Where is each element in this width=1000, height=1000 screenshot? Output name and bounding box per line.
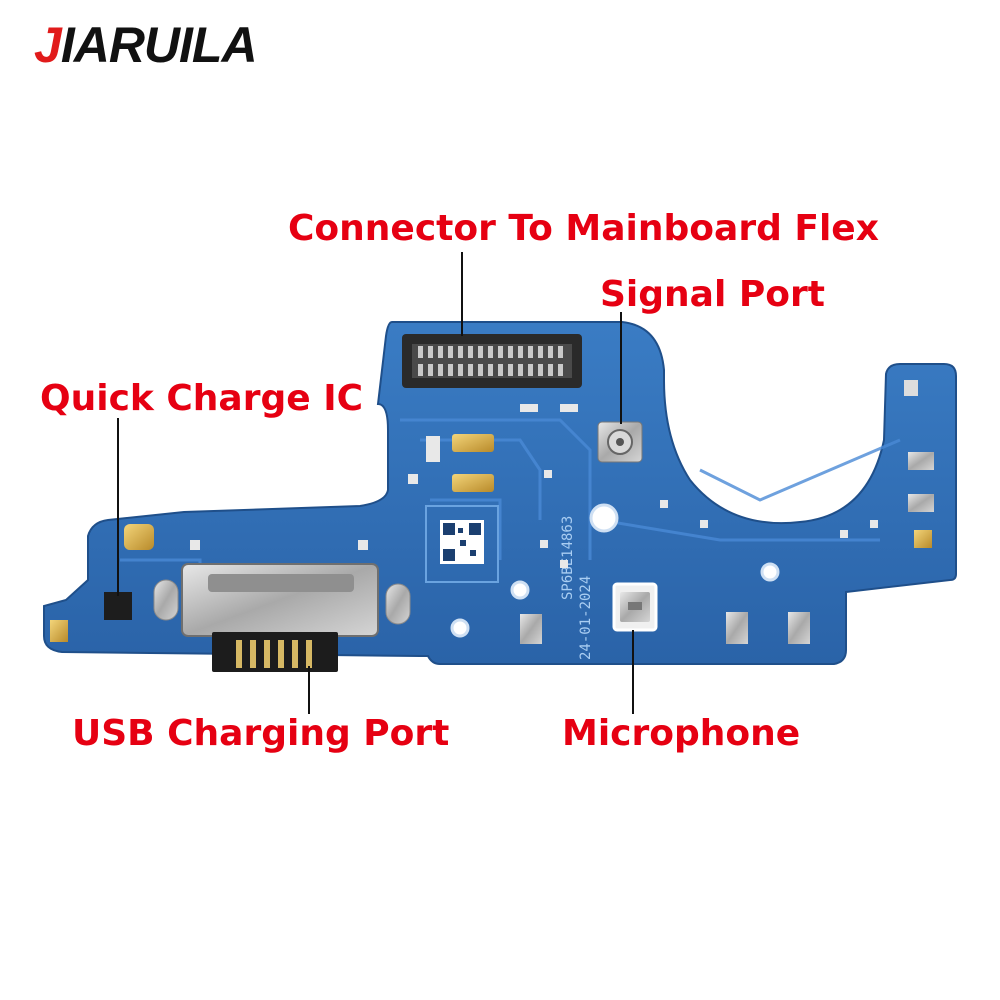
qr-code bbox=[425, 505, 499, 583]
smd-components bbox=[190, 380, 934, 644]
label-usb-charging-port: USB Charging Port bbox=[72, 713, 450, 754]
board-marking: SP6BE14863 24-01-2024 bbox=[560, 516, 594, 660]
brand-logo-initial: J bbox=[34, 17, 62, 73]
brand-logo-rest: IARUILA bbox=[60, 17, 258, 73]
usb-mount-pads bbox=[153, 579, 411, 625]
pointer-lines bbox=[117, 252, 634, 714]
board-serial: SP6BE14863 bbox=[560, 516, 576, 600]
signal-port-antenna-connector bbox=[597, 421, 643, 463]
mainboard-flex-connector bbox=[402, 334, 582, 388]
mounting-holes bbox=[450, 503, 780, 638]
gold-contacts bbox=[124, 434, 494, 550]
label-connector: Connector To Mainboard Flex bbox=[288, 208, 879, 249]
label-quick-charge-ic: Quick Charge IC bbox=[40, 378, 364, 419]
microphone-component bbox=[612, 582, 658, 632]
board-date: 24-01-2024 bbox=[578, 576, 594, 660]
brand-logo: JIARUILA bbox=[34, 17, 258, 73]
label-microphone: Microphone bbox=[562, 713, 801, 754]
usb-c-charging-port bbox=[181, 563, 379, 672]
label-signal-port: Signal Port bbox=[600, 274, 825, 315]
quick-charge-ic-chip bbox=[50, 592, 132, 642]
